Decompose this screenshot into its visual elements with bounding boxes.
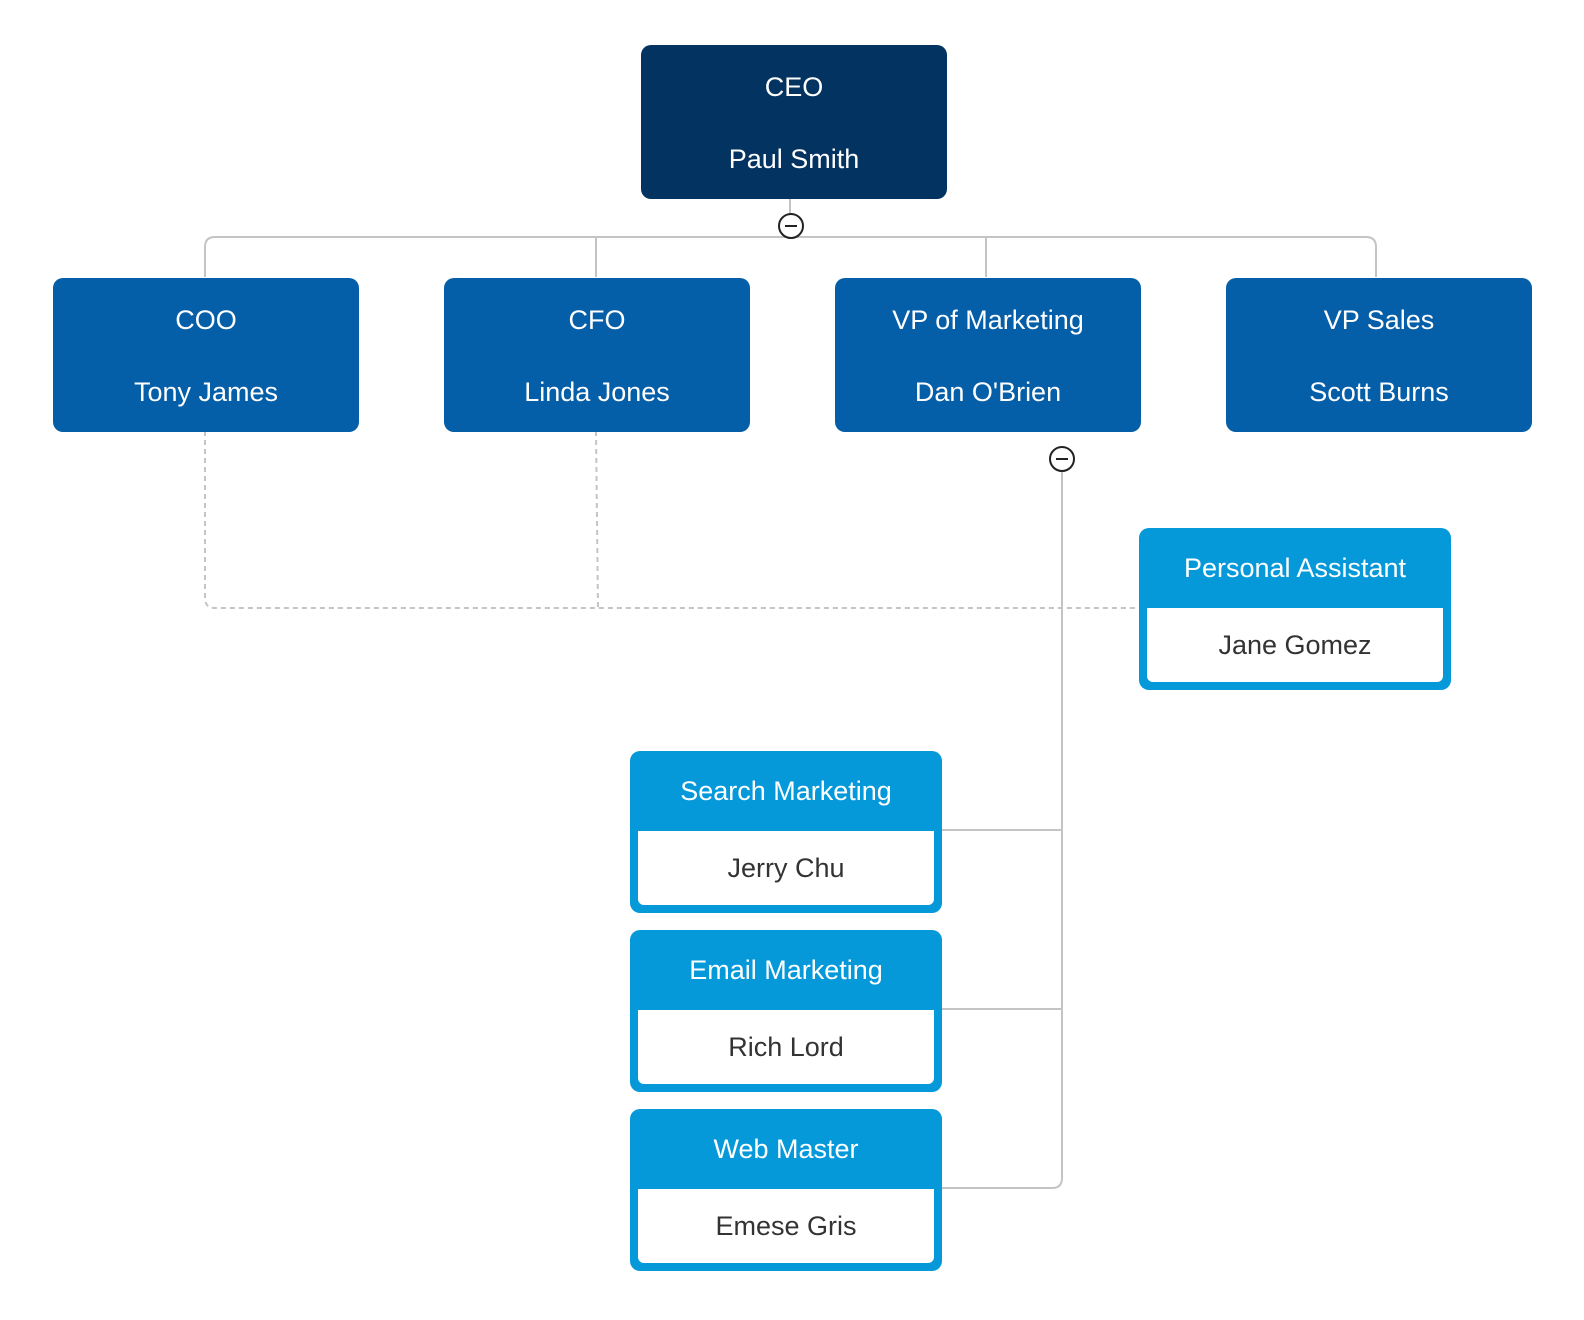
node-vp-marketing[interactable]: VP of Marketing Dan O'Brien <box>835 278 1141 432</box>
node-personal-assistant-title: Personal Assistant <box>1183 553 1407 583</box>
node-vp-marketing-title: VP of Marketing <box>892 305 1084 335</box>
node-coo[interactable]: COO Tony James <box>53 278 359 432</box>
node-vp-sales[interactable]: VP Sales Scott Burns <box>1226 278 1532 432</box>
node-email-marketing[interactable]: Email Marketing Rich Lord <box>630 930 942 1092</box>
node-vp-marketing-name: Dan O'Brien <box>914 377 1062 407</box>
connector-vp-row <box>204 236 1377 277</box>
connector-dotted-coo <box>204 431 1140 609</box>
node-web-master[interactable]: Web Master Emese Gris <box>630 1109 942 1271</box>
collapse-icon[interactable] <box>778 213 804 239</box>
collapse-icon[interactable] <box>1049 446 1075 472</box>
node-vp-sales-title: VP Sales <box>1323 305 1435 335</box>
node-personal-assistant[interactable]: Personal Assistant Jane Gomez <box>1139 528 1451 690</box>
node-email-marketing-title: Email Marketing <box>689 955 883 985</box>
node-ceo-name: Paul Smith <box>728 144 860 174</box>
node-search-marketing-name: Jerry Chu <box>638 831 934 905</box>
node-ceo[interactable]: CEO Paul Smith <box>641 45 947 199</box>
node-cfo-name: Linda Jones <box>524 377 670 407</box>
node-web-master-name: Emese Gris <box>638 1189 934 1263</box>
node-web-master-title: Web Master <box>713 1134 859 1164</box>
node-personal-assistant-name: Jane Gomez <box>1147 608 1443 682</box>
connector-dotted-cfo <box>595 430 599 609</box>
node-search-marketing[interactable]: Search Marketing Jerry Chu <box>630 751 942 913</box>
node-cfo[interactable]: CFO Linda Jones <box>444 278 750 432</box>
node-search-marketing-title: Search Marketing <box>680 776 892 806</box>
node-vp-sales-name: Scott Burns <box>1309 377 1449 407</box>
node-email-marketing-name: Rich Lord <box>638 1010 934 1084</box>
connector-marketing-trunk <box>938 471 1063 1189</box>
node-ceo-title: CEO <box>764 72 824 102</box>
node-cfo-title: CFO <box>568 305 626 335</box>
node-coo-name: Tony James <box>133 377 279 407</box>
node-coo-title: COO <box>175 305 237 335</box>
